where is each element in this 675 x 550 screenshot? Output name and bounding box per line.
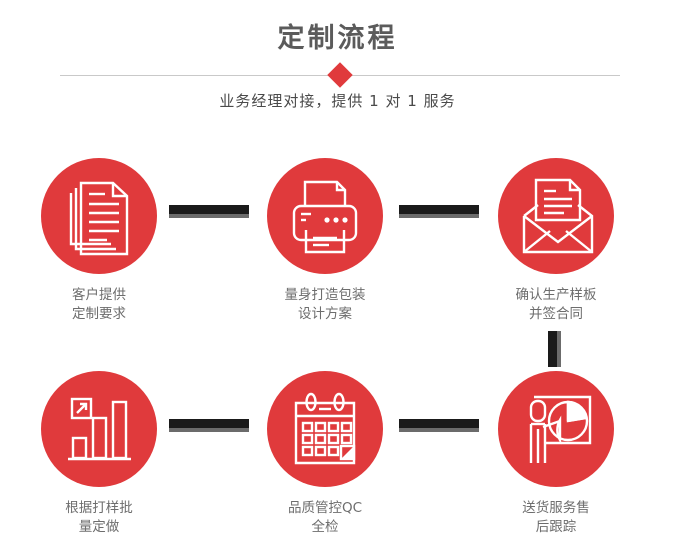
step-icon-circle (41, 371, 157, 487)
process-step-1: 客户提供 定制要求 (19, 158, 179, 324)
connector-shadow (557, 331, 561, 367)
envelope-letter-icon (522, 178, 594, 254)
process-step-2: 量身打造包装 设计方案 (245, 158, 405, 324)
presenter-pie-chart-icon (529, 395, 592, 463)
documents-stack-icon (69, 181, 129, 256)
step-label: 根据打样批 量定做 (65, 500, 133, 535)
process-step-6: 送货服务售 后跟踪 (476, 371, 636, 537)
connector-shadow (399, 214, 479, 218)
process-step-5: 品质管控QC 全检 (245, 371, 405, 537)
connector-shadow (169, 428, 249, 432)
step-label: 量身打造包装 设计方案 (284, 287, 366, 322)
step-icon-circle (267, 371, 383, 487)
connector-bar (548, 331, 557, 367)
step-icon-circle (267, 158, 383, 274)
connector-bar (169, 205, 249, 214)
step-label: 品质管控QC 全检 (287, 500, 363, 535)
connector-horizontal-1 (169, 205, 249, 218)
step-label: 客户提供 定制要求 (72, 287, 126, 322)
connector-shadow (399, 428, 479, 432)
process-step-3: 确认生产样板 并签合同 (476, 158, 636, 324)
title-divider (60, 62, 620, 89)
page-subtitle: 业务经理对接，提供 1 对 1 服务 (219, 92, 456, 110)
connector-bar (399, 205, 479, 214)
connector-bar (399, 419, 479, 428)
connector-horizontal-3 (169, 419, 249, 432)
step-icon-circle (498, 158, 614, 274)
printer-icon (292, 180, 358, 254)
connector-horizontal-4 (399, 419, 479, 432)
bar-chart-growth-icon (68, 397, 131, 461)
connector-shadow (169, 214, 249, 218)
step-label: 确认生产样板 并签合同 (515, 287, 597, 322)
page-title: 定制流程 (277, 23, 398, 54)
connector-horizontal-2 (399, 205, 479, 218)
calendar-check-icon (294, 392, 356, 465)
step-icon-circle (41, 158, 157, 274)
step-label: 送货服务售 后跟踪 (522, 500, 590, 535)
process-step-4: 根据打样批 量定做 (19, 371, 179, 537)
connector-vertical (548, 331, 561, 367)
connector-bar (169, 419, 249, 428)
step-icon-circle (498, 371, 614, 487)
